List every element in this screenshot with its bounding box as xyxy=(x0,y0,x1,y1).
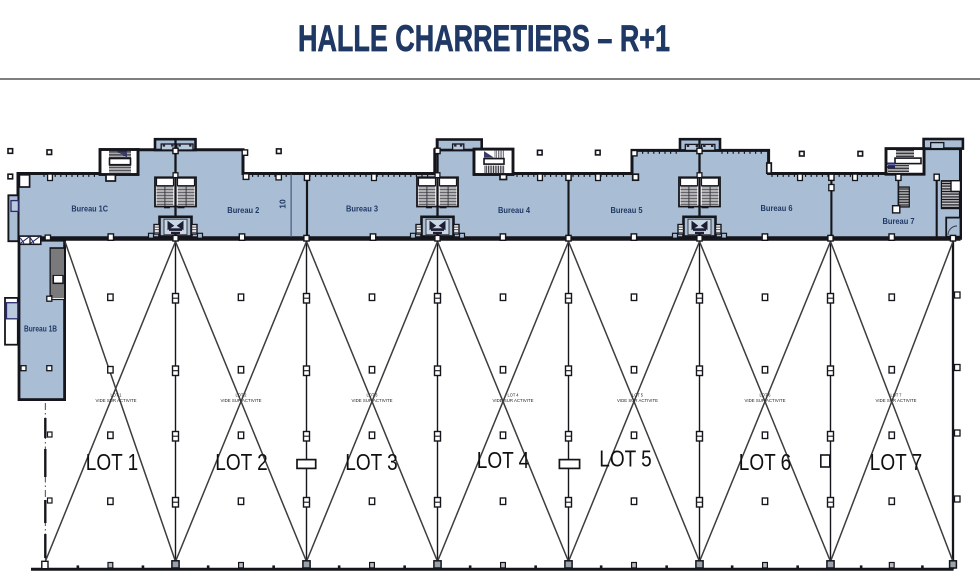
svg-text:Bureau 6: Bureau 6 xyxy=(761,203,793,213)
svg-text:LOT 3: LOT 3 xyxy=(345,449,398,475)
svg-text:LOT 2: LOT 2 xyxy=(215,449,268,475)
svg-text:Bureau 4: Bureau 4 xyxy=(498,205,530,215)
svg-text:LOT 1: LOT 1 xyxy=(86,449,139,475)
svg-text:LOT 6: LOT 6 xyxy=(739,449,792,475)
svg-text:VIDE SUR ACTIVITE: VIDE SUR ACTIVITE xyxy=(617,398,658,404)
svg-text:VIDE SUR ACTIVITE: VIDE SUR ACTIVITE xyxy=(876,398,917,404)
svg-text:LOT 6: LOT 6 xyxy=(760,393,772,398)
svg-text:LOT 1: LOT 1 xyxy=(111,393,123,398)
svg-text:10: 10 xyxy=(278,199,288,209)
svg-text:LOT 5: LOT 5 xyxy=(632,393,644,398)
svg-text:LOT 7: LOT 7 xyxy=(870,449,923,475)
svg-text:Bureau 7: Bureau 7 xyxy=(883,216,915,226)
svg-text:Bureau 2: Bureau 2 xyxy=(227,205,259,215)
svg-text:Bureau 1B: Bureau 1B xyxy=(24,325,57,334)
svg-text:LOT 7: LOT 7 xyxy=(891,393,903,398)
svg-text:LOT 5: LOT 5 xyxy=(599,446,652,472)
svg-text:LOT 3: LOT 3 xyxy=(367,393,379,398)
svg-text:Bureau 3: Bureau 3 xyxy=(346,204,378,214)
svg-text:VIDE SUR ACTIVITE: VIDE SUR ACTIVITE xyxy=(96,398,137,404)
svg-text:Bureau 1C: Bureau 1C xyxy=(71,204,108,214)
svg-text:LOT 4: LOT 4 xyxy=(477,447,530,473)
svg-text:VIDE SUR ACTIVITE: VIDE SUR ACTIVITE xyxy=(745,398,786,404)
svg-text:VIDE SUR ACTIVITE: VIDE SUR ACTIVITE xyxy=(493,398,534,404)
svg-text:HALLE CHARRETIERS – R+1: HALLE CHARRETIERS – R+1 xyxy=(298,18,670,59)
svg-text:Bureau 5: Bureau 5 xyxy=(611,205,643,215)
svg-text:LOT 2: LOT 2 xyxy=(236,393,248,398)
svg-text:VIDE SUR ACTIVITE: VIDE SUR ACTIVITE xyxy=(221,398,262,404)
svg-text:VIDE SUR ACTIVITE: VIDE SUR ACTIVITE xyxy=(352,398,393,404)
svg-text:LOT 4: LOT 4 xyxy=(508,393,520,398)
